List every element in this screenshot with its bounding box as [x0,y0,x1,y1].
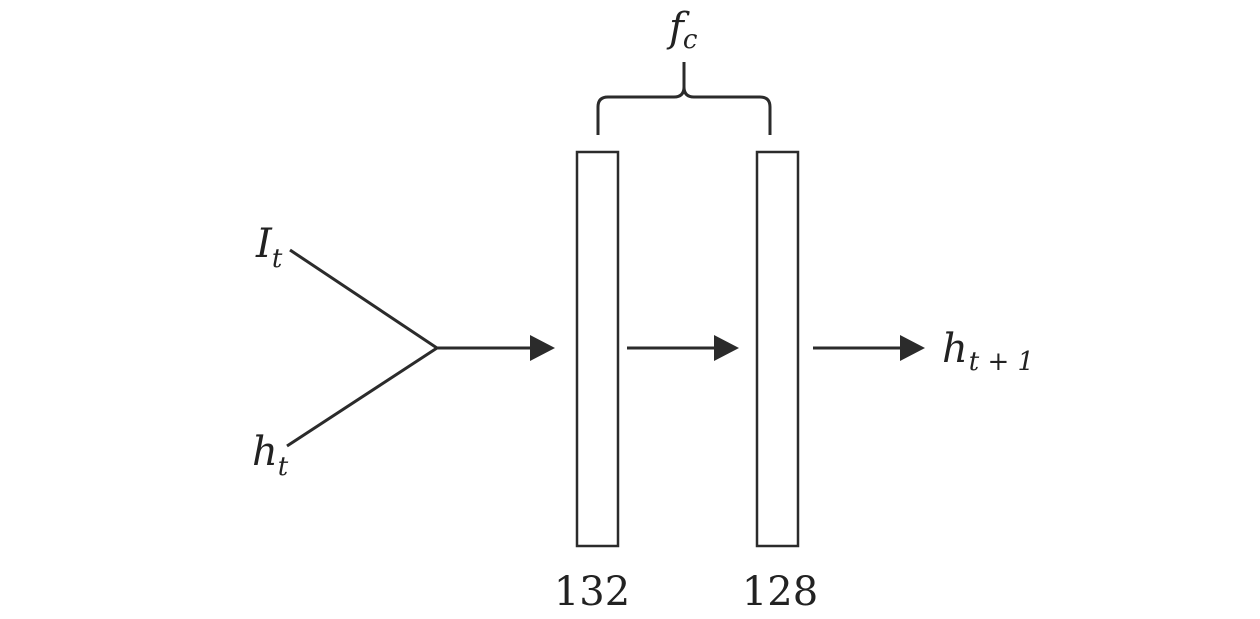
output-label-sub: t + 1 [969,347,1034,377]
layer-1 [575,150,620,548]
arrowhead-to-output [900,335,925,361]
input-label-hidden: ht [252,429,289,482]
output-label-base: h [942,326,968,372]
input-label-image-sub: t [272,244,283,274]
layer-2-size: 128 [742,569,818,615]
function-brace [596,62,772,135]
input-line-hidden [286,346,438,448]
input-label-image: It [255,221,283,274]
input-label-image-base: I [255,221,273,267]
input-label-hidden-base: h [252,429,278,475]
input-label-hidden-sub: t [278,452,289,482]
layer-1-size: 132 [554,569,630,615]
input-line-image [289,248,438,350]
function-label-sub: c [683,25,698,55]
output-label: ht + 1 [942,326,1034,377]
arrowhead-between-layers [714,335,739,361]
layer-2 [755,150,800,548]
arrowhead-to-layer-1 [530,335,555,361]
function-label: fc [666,5,698,55]
